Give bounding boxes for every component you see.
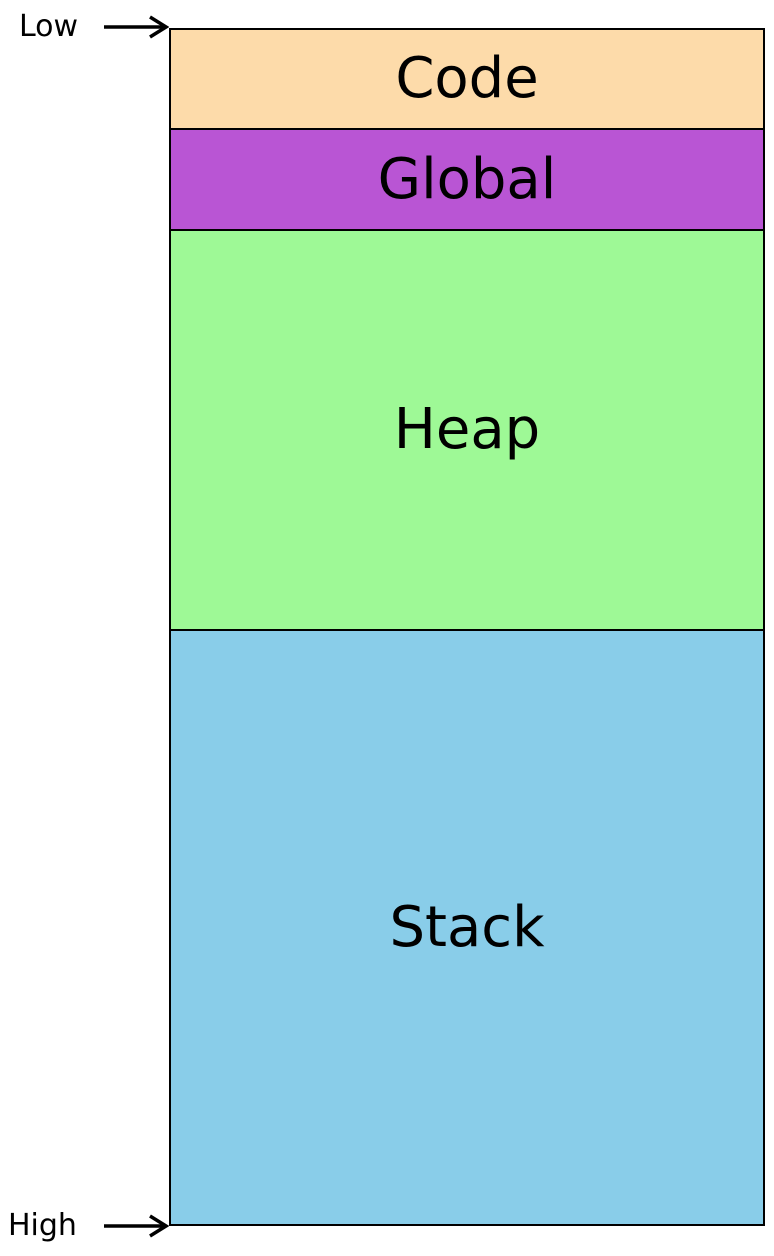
stack-segment: Stack [171, 629, 763, 1224]
heap-segment: Heap [171, 229, 763, 629]
heap-segment-label: Heap [393, 397, 541, 462]
high-address-marker: High [0, 1211, 170, 1241]
memory-layout-column: Code Global Heap Stack [169, 28, 765, 1226]
right-arrow-icon [104, 15, 169, 39]
stack-segment-label: Stack [389, 894, 545, 960]
low-address-label: Low [19, 9, 79, 44]
global-segment: Global [171, 128, 763, 229]
code-segment-label: Code [395, 46, 539, 111]
high-address-label: High [8, 1208, 77, 1243]
global-segment-label: Global [377, 146, 557, 212]
code-segment: Code [171, 30, 763, 128]
low-address-marker: Low [0, 12, 170, 42]
right-arrow-icon [104, 1214, 169, 1238]
